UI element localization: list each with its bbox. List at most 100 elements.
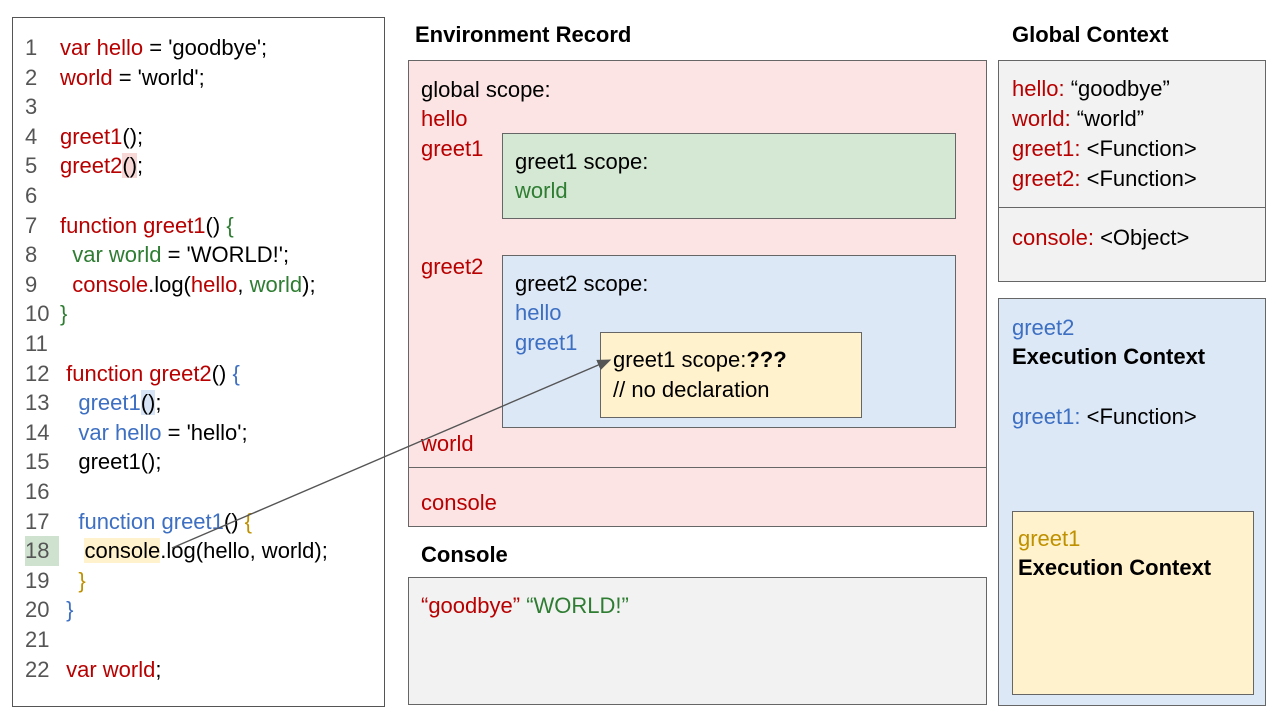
code-text: } [60, 299, 67, 329]
code-token: greet1 [60, 123, 123, 149]
console-out-world: “WORLD!” [526, 593, 629, 618]
code-token: ); [302, 271, 316, 297]
gc-hello: hello: “goodbye” [1012, 76, 1170, 101]
env-hello: hello [421, 106, 468, 131]
code-token: var hello [60, 35, 144, 60]
line-number: 18 [25, 536, 59, 567]
greet1-scope-world: world [515, 178, 568, 203]
code-token: ; [155, 656, 162, 682]
line-number: 11 [25, 331, 48, 356]
code-text: greet1(); [60, 388, 162, 418]
code-token: world [60, 64, 113, 90]
code-token: greet1(); [78, 449, 162, 475]
code-text: var world = 'WORLD!'; [60, 240, 289, 270]
env-greet2: greet2 [421, 254, 484, 279]
code-text: function greet1() { [60, 507, 252, 537]
code-text: console.log(hello, world); [60, 270, 316, 300]
gc-console: console: <Object> [1012, 225, 1190, 250]
code-token: hello [190, 271, 238, 297]
code-token: () [211, 360, 233, 386]
code-panel: 1 var hello = 'goodbye'; 2 world = 'world';… [12, 17, 385, 707]
line-number: 8 [25, 242, 38, 268]
code-text: } [60, 566, 86, 596]
line-number: 1 [25, 35, 38, 60]
global-context-title: Global Context [1012, 22, 1169, 47]
line-number: 13 [25, 390, 50, 416]
code-text: } [60, 595, 73, 625]
code-token: console [84, 538, 161, 564]
code-text: greet1(); [60, 447, 162, 477]
greet2-scope-greet1: greet1 [515, 330, 578, 355]
env-console: console [421, 490, 497, 515]
code-token: } [66, 597, 74, 623]
console-out-goodbye: “goodbye” [421, 593, 521, 618]
code-token: greet2 [60, 153, 123, 179]
code-token: = 'hello'; [161, 419, 248, 445]
line-number: 15 [25, 449, 50, 475]
code-token: var hello [78, 419, 162, 445]
code-token: { [232, 360, 240, 386]
code-token: function greet1 [78, 508, 224, 534]
code-token: } [78, 567, 86, 593]
greet2-ec-greet1: greet1: <Function> [1012, 404, 1197, 429]
line-number: 21 [25, 627, 50, 652]
line-number: 2 [25, 64, 38, 90]
line-number: 14 [25, 419, 50, 445]
env-world: world [421, 431, 474, 456]
greet1-ec-name: greet1 [1018, 526, 1081, 551]
env-greet1: greet1 [421, 136, 484, 161]
gc-world: world: “world” [1012, 106, 1145, 131]
code-token: var world [66, 656, 156, 682]
code-text: world = 'world'; [60, 63, 205, 93]
code-token: { [244, 508, 253, 534]
inner-greet1-scope-label: greet1 scope:??? [613, 347, 787, 372]
line-number: 20 [25, 597, 50, 623]
line-number: 19 [25, 567, 50, 593]
code-token: , [237, 271, 250, 297]
global-scope-label: global scope: [421, 77, 551, 102]
code-text: greet2(); [60, 151, 143, 181]
gc-greet1: greet1: <Function> [1012, 136, 1197, 161]
inner-greet1-scope-box [600, 332, 862, 418]
code-text: var world; [60, 655, 162, 685]
code-token: .log(hello, world); [160, 538, 328, 564]
line-number: 5 [25, 153, 38, 179]
line-number: 7 [25, 212, 38, 238]
code-token: = 'world'; [112, 64, 205, 90]
code-token: () [122, 153, 138, 179]
line-number: 6 [25, 183, 38, 208]
greet1-scope-box [502, 133, 956, 219]
console-output: “goodbye” “WORLD!” [421, 591, 629, 621]
code-token: world [249, 271, 303, 297]
greet2-scope-label: greet2 scope: [515, 271, 649, 296]
no-declaration-comment: // no declaration [613, 377, 770, 402]
line-number: 4 [25, 123, 38, 149]
global-context-box [998, 60, 1266, 282]
line-number: 9 [25, 271, 38, 297]
line-number: 17 [25, 508, 50, 534]
code-token: { [226, 212, 234, 238]
arrow-line [171, 359, 612, 549]
gc-greet2: greet2: <Function> [1012, 166, 1197, 191]
env-divider [408, 467, 987, 468]
code-token: ; [155, 390, 162, 416]
code-text: function greet2() { [60, 359, 240, 389]
greet2-scope-hello: hello [515, 300, 562, 325]
code-token: function greet2 [66, 360, 212, 386]
code-token: = 'WORLD!'; [161, 242, 290, 268]
unknown-marks: ??? [746, 347, 787, 372]
code-token: ; [137, 153, 144, 179]
code-text: var hello = 'hello'; [60, 418, 248, 448]
line-number: 22 [25, 656, 50, 682]
line-number: 16 [25, 479, 50, 504]
line-number: 10 [25, 301, 50, 327]
code-token: () [140, 390, 156, 416]
greet1-scope-label: greet1 scope: [515, 149, 649, 174]
code-token: = 'goodbye'; [143, 35, 268, 60]
code-token: .log( [148, 271, 191, 297]
code-text: function greet1() { [60, 211, 234, 241]
env-record-title: Environment Record [415, 22, 632, 47]
console-output-box [408, 577, 987, 705]
code-token: function greet1 [60, 212, 206, 238]
greet2-ec-label: Execution Context [1012, 344, 1206, 369]
